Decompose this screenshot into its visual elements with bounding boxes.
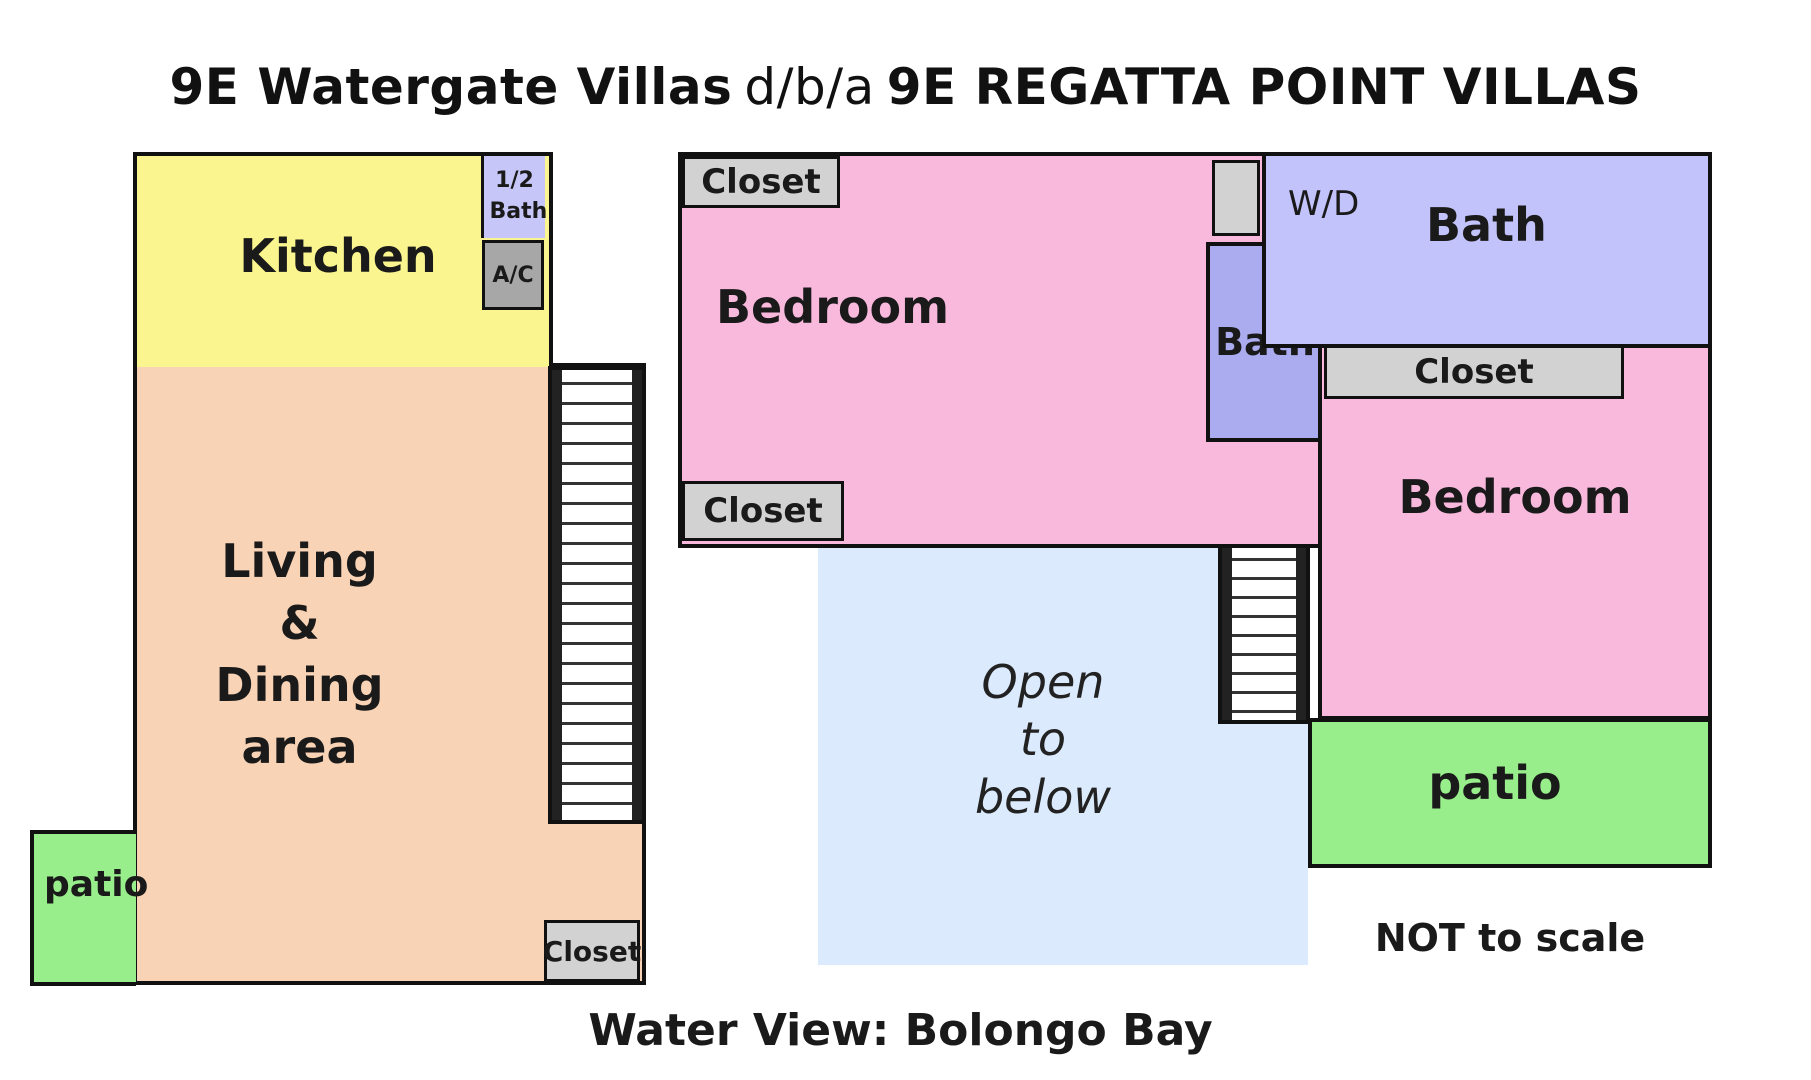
ground-closet-label: Closet (542, 934, 642, 968)
stair-tread (562, 482, 632, 485)
title-part-2: d/b/a (744, 58, 875, 116)
stair-tread (562, 662, 632, 665)
bedroom-2-label: Bedroom (1398, 469, 1632, 524)
living-label-line4: area (241, 720, 358, 775)
ground-closet: Closet (542, 920, 642, 982)
closet-top-label: Closet (701, 162, 821, 202)
scale-note: NOT to scale (1360, 910, 1660, 966)
stair-tread (1232, 596, 1296, 599)
closet-bottom-label: Closet (703, 491, 823, 531)
bedroom-1-label: Bedroom (716, 280, 950, 334)
open-label-line2: to (1019, 712, 1067, 767)
ground-wall-right (642, 820, 646, 985)
stair-tread (1232, 710, 1296, 713)
stair-tread (562, 802, 632, 805)
living-label-line2: & (279, 595, 320, 650)
bedroom-1-closet-bottom: Closet (682, 481, 844, 541)
stair-tread (562, 522, 632, 525)
half-bath-room: 1/2 Bath (481, 156, 548, 238)
open-label-line3: below (974, 769, 1112, 824)
wd-label: W/D (1288, 184, 1360, 224)
stair-tread (1232, 558, 1296, 561)
stair-tread (562, 462, 632, 465)
closet-middle-label: Closet (1414, 352, 1534, 392)
bath-large-label: Bath (1426, 198, 1547, 252)
stair-tread (1232, 634, 1296, 637)
upper-floor-stairs (1218, 544, 1310, 724)
water-view-caption: Water View: Bolongo Bay (0, 1000, 1811, 1060)
water-view-text: Water View: Bolongo Bay (588, 1004, 1213, 1056)
open-to-below-label: Open to below (975, 654, 1111, 827)
stair-tread (562, 782, 632, 785)
stair-tread (1232, 577, 1296, 580)
scale-note-text: NOT to scale (1374, 916, 1646, 960)
kitchen-label: Kitchen (239, 229, 437, 284)
stair-tread (562, 402, 632, 405)
stair-tread (562, 702, 632, 705)
ground-floor-stairs (548, 366, 646, 824)
bedroom-2: Bedroom (1318, 344, 1712, 720)
stair-tread (1232, 691, 1296, 694)
title-part-3: 9E REGATTA POINT VILLAS (886, 58, 1642, 116)
ground-patio: patio (30, 830, 148, 986)
open-label-line1: Open (981, 654, 1105, 709)
ac-label: A/C (492, 262, 534, 288)
stair-tread (1232, 653, 1296, 656)
ac-unit: A/C (482, 240, 544, 310)
title-part-1: 9E Watergate Villas (169, 58, 733, 116)
stair-tread (562, 762, 632, 765)
stair-tread (1232, 672, 1296, 675)
stair-tread (562, 622, 632, 625)
stair-tread (562, 562, 632, 565)
upper-patio: patio (1308, 718, 1712, 868)
upper-patio-label: patio (1428, 755, 1562, 810)
bedroom-2-closet: Closet (1324, 345, 1624, 399)
stair-tread (562, 642, 632, 645)
half-bath-label: 1/2 Bath (489, 168, 548, 224)
stair-tread (562, 442, 632, 445)
stair-tread (562, 602, 632, 605)
stair-tread (562, 382, 632, 385)
upper-floor-plan (0, 0, 1, 1)
stair-tread (562, 682, 632, 685)
stair-tread (562, 742, 632, 745)
stair-tread (562, 422, 632, 425)
page-title: 9E Watergate Villas d/b/a 9E REGATTA POI… (0, 52, 1811, 122)
living-label-line3: Dining (215, 658, 384, 712)
bath-large: W/D Bath (1262, 152, 1712, 348)
stair-tread (1232, 615, 1296, 618)
stair-tread (562, 722, 632, 725)
living-label-line1: Living (221, 533, 378, 588)
stair-tread (562, 542, 632, 545)
bedroom-1-closet-top: Closet (682, 156, 840, 208)
hall-nook (1212, 160, 1260, 236)
stair-tread (562, 582, 632, 585)
stair-tread (562, 502, 632, 505)
ground-patio-label: patio (44, 864, 149, 905)
living-dining-label: Living & Dining area (215, 530, 383, 778)
